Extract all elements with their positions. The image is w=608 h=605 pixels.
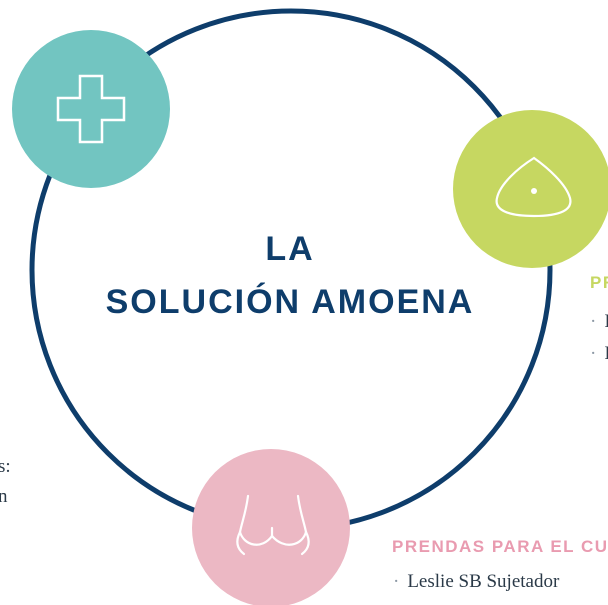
bottom-section-heading: PRENDAS PARA EL CU [392,537,608,556]
center-title-line-1: LA [265,230,315,268]
left-text-line-1: s: [0,456,11,477]
right-section-item: ·I [590,311,608,332]
bottom-section-item: ·Leslie SB Sujetador [393,571,560,592]
center-title-line-2: SOLUCIÓN AMOENA [105,283,475,321]
health-node [12,30,170,188]
breast-form-node [453,110,608,268]
bra-icon [236,494,310,556]
lingerie-node [192,449,350,605]
breast-form-icon [495,156,572,218]
left-text-line-2: n [0,486,8,507]
right-section-item: ·I [590,343,608,364]
right-section-heading: PR [590,273,608,292]
medical-cross-icon [56,74,126,144]
